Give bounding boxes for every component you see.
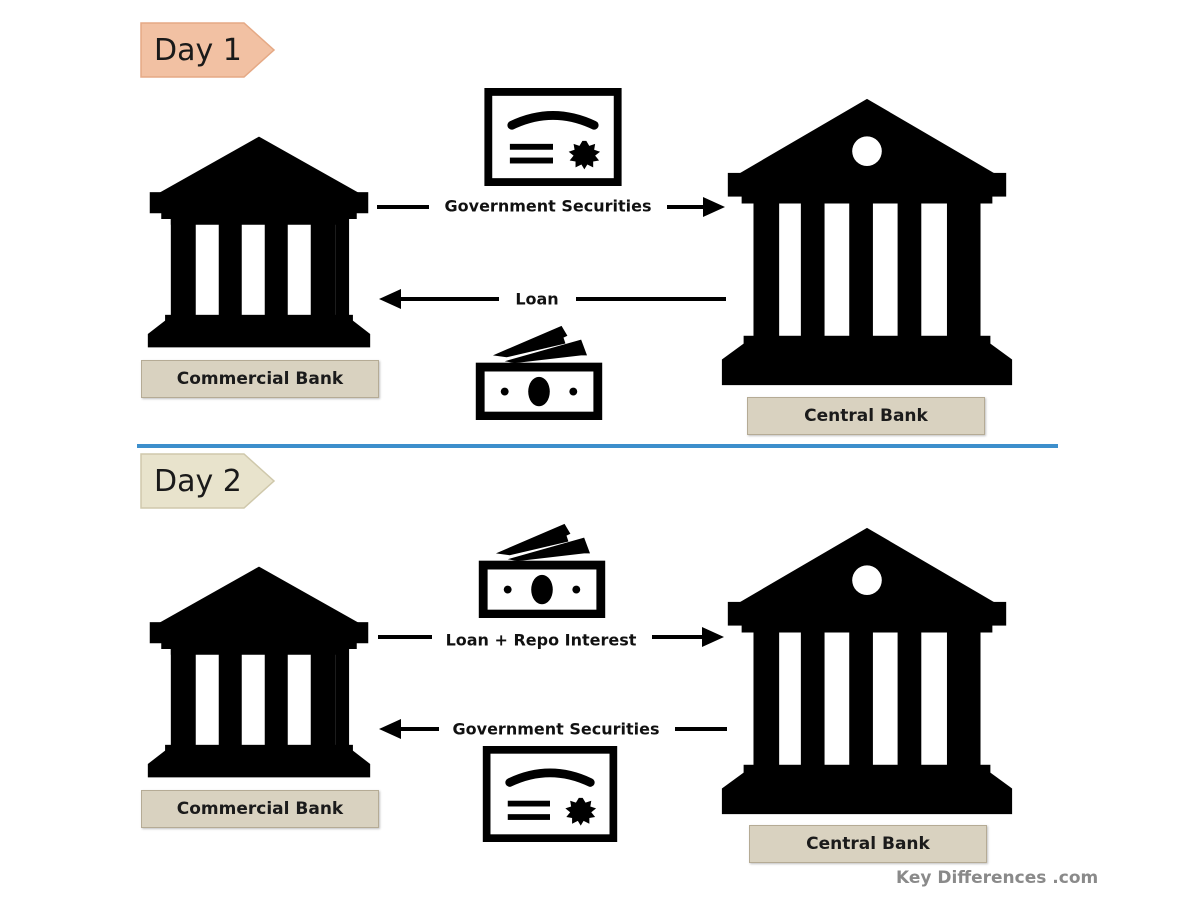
cash-icon (475, 322, 603, 420)
day2-securities-label: Government Securities (452, 719, 660, 739)
watermark: Key Differences .com (896, 868, 1099, 888)
day2-repayment-label: Loan + Repo Interest (445, 630, 637, 650)
day1-loan-arrow-right-segment (576, 297, 726, 301)
day-divider (137, 444, 1058, 448)
day2-commercial-bank-label: Commercial Bank (141, 790, 379, 828)
day1-central-bank-label: Central Bank (747, 397, 985, 435)
day2-tag-label: Day 2 (154, 463, 242, 499)
day2-central-bank-label: Central Bank (749, 825, 987, 863)
central-bank-icon (721, 98, 1013, 386)
day2-repayment-arrow-right-icon (652, 627, 724, 647)
day2-tag: Day 2 (140, 453, 276, 509)
day2-securities-arrow-left-icon (379, 719, 439, 739)
day1-loan-label: Loan (515, 289, 559, 309)
day1-securities-arrow-left-segment (377, 205, 429, 209)
day1-tag-label: Day 1 (154, 32, 242, 68)
day1-securities-label: Government Securities (444, 196, 652, 216)
certificate-icon (481, 746, 619, 842)
day1-tag-shape (140, 22, 276, 78)
certificate-icon (484, 88, 622, 186)
commercial-bank-icon (147, 566, 371, 778)
day1-commercial-bank-label: Commercial Bank (141, 360, 379, 398)
day1-securities-arrow-right-icon (667, 197, 725, 217)
day1-loan-arrow-left-icon (379, 289, 499, 309)
cash-icon (478, 520, 606, 618)
day1-tag: Day 1 (140, 22, 276, 78)
day2-securities-arrow-right-segment (675, 727, 727, 731)
day2-repayment-arrow-left-segment (378, 635, 432, 639)
day2-tag-shape (140, 453, 276, 509)
commercial-bank-icon (147, 136, 371, 348)
central-bank-icon (721, 527, 1013, 815)
